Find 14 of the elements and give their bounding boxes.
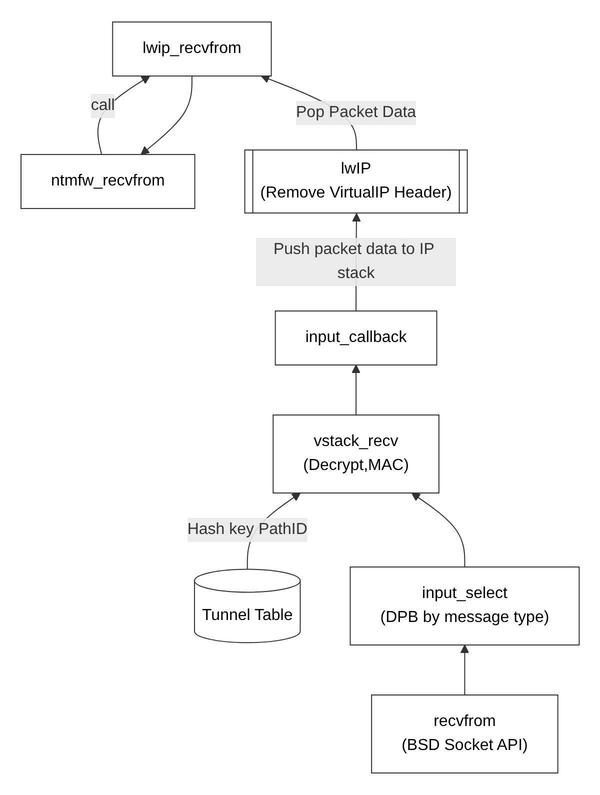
node-box: input_select (DPB by message type) bbox=[350, 566, 580, 646]
node-box: vstack_recv (Decrypt,MAC) bbox=[272, 414, 440, 494]
node-box: ntmfw_recvfrom bbox=[20, 154, 196, 209]
arrow bbox=[140, 76, 192, 155]
edge-label: Push packet data to IP stack bbox=[273, 240, 434, 282]
arrow bbox=[411, 492, 466, 568]
arrow bbox=[460, 644, 470, 696]
edge-label: Pop Packet Data bbox=[296, 104, 416, 121]
node-box: recvfrom (BSD Socket API) bbox=[370, 694, 558, 774]
edge-label: Hash key PathID bbox=[187, 520, 308, 538]
edge-label: call bbox=[90, 96, 115, 114]
node-box: lwip_recvfrom bbox=[112, 22, 272, 76]
arrow bbox=[352, 364, 360, 416]
node-box: input_callback bbox=[274, 310, 438, 366]
